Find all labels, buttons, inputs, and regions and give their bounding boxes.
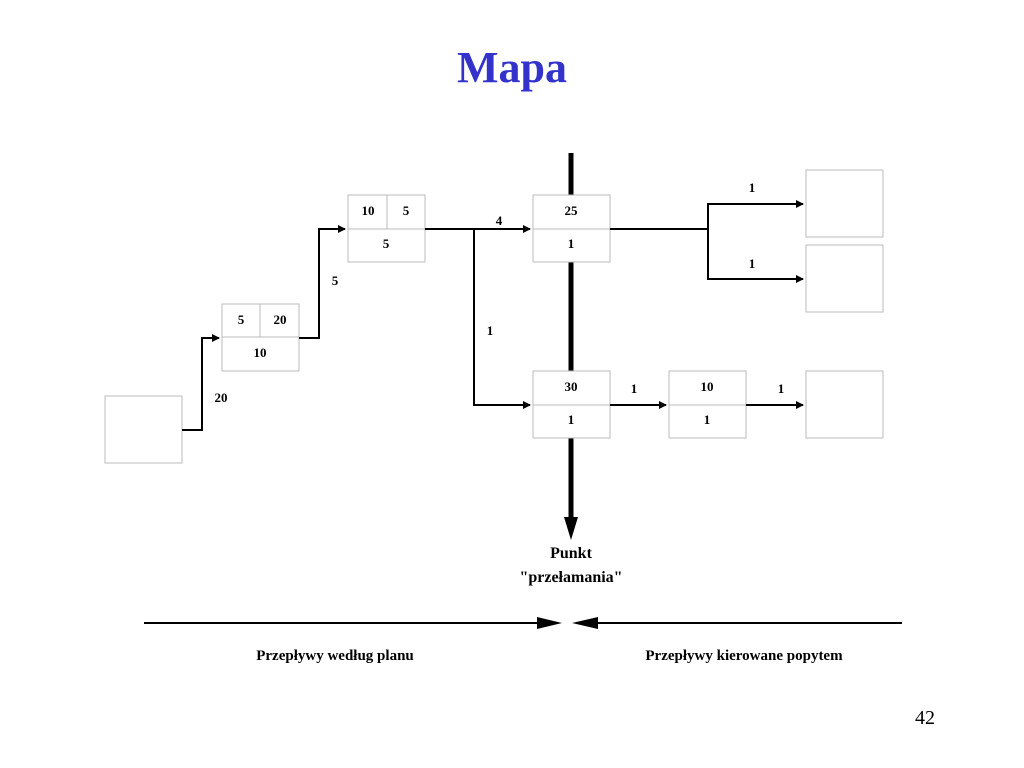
process-2-top-right: 5 bbox=[403, 203, 410, 218]
source-box bbox=[104, 395, 183, 464]
flow-label-1-p4-p5: 1 bbox=[631, 381, 638, 396]
push-flow-arrow bbox=[144, 617, 562, 629]
process-5-top: 10 bbox=[701, 379, 714, 394]
process-4-top: 30 bbox=[565, 379, 578, 394]
customer-box-3 bbox=[805, 370, 884, 439]
flow-p3-to-customer-1 bbox=[707, 200, 804, 229]
customer-box-2 bbox=[805, 244, 884, 313]
flow-source-to-p1 bbox=[182, 334, 220, 431]
process-box-4: 30 1 bbox=[532, 370, 611, 439]
flow-label-1-mid: 1 bbox=[749, 256, 756, 271]
process-box-2: 10 5 5 bbox=[347, 194, 426, 263]
breakpoint-label-line-1: Punkt bbox=[550, 545, 592, 562]
process-4-bottom: 1 bbox=[568, 412, 575, 427]
breakpoint-label-line-2: "przełamania" bbox=[519, 569, 622, 586]
flow-label-1-p5-end: 1 bbox=[778, 381, 785, 396]
flow-label-4: 4 bbox=[496, 213, 503, 228]
process-2-top-left: 10 bbox=[362, 203, 375, 218]
process-box-5: 10 1 bbox=[668, 370, 747, 439]
process-box-1: 5 20 10 bbox=[221, 303, 300, 372]
process-1-top-left: 5 bbox=[238, 312, 245, 327]
flow-label-1-top: 1 bbox=[749, 180, 756, 195]
flow-p2-to-p4 bbox=[473, 229, 531, 409]
process-3-top: 25 bbox=[565, 203, 579, 218]
flow-label-1-split: 1 bbox=[487, 323, 494, 338]
process-5-bottom: 1 bbox=[704, 412, 711, 427]
page-number: 42 bbox=[915, 707, 935, 729]
customer-box-1 bbox=[805, 169, 884, 238]
flow-label-20: 20 bbox=[215, 390, 228, 405]
page-title: Mapa bbox=[457, 43, 567, 92]
flow-p1-to-p2 bbox=[299, 225, 346, 339]
process-1-top-right: 20 bbox=[274, 312, 287, 327]
caption-pull-flow: Przepływy kierowane popytem bbox=[645, 648, 843, 664]
caption-push-flow: Przepływy według planu bbox=[256, 648, 414, 664]
flow-label-5: 5 bbox=[332, 273, 339, 288]
process-1-bottom: 10 bbox=[254, 345, 267, 360]
pull-flow-arrow bbox=[572, 617, 902, 629]
flow-p3-to-customer-2 bbox=[707, 229, 804, 283]
process-2-bottom: 5 bbox=[383, 236, 390, 251]
process-box-3: 25 1 bbox=[532, 194, 611, 263]
process-3-bottom: 1 bbox=[568, 236, 575, 251]
